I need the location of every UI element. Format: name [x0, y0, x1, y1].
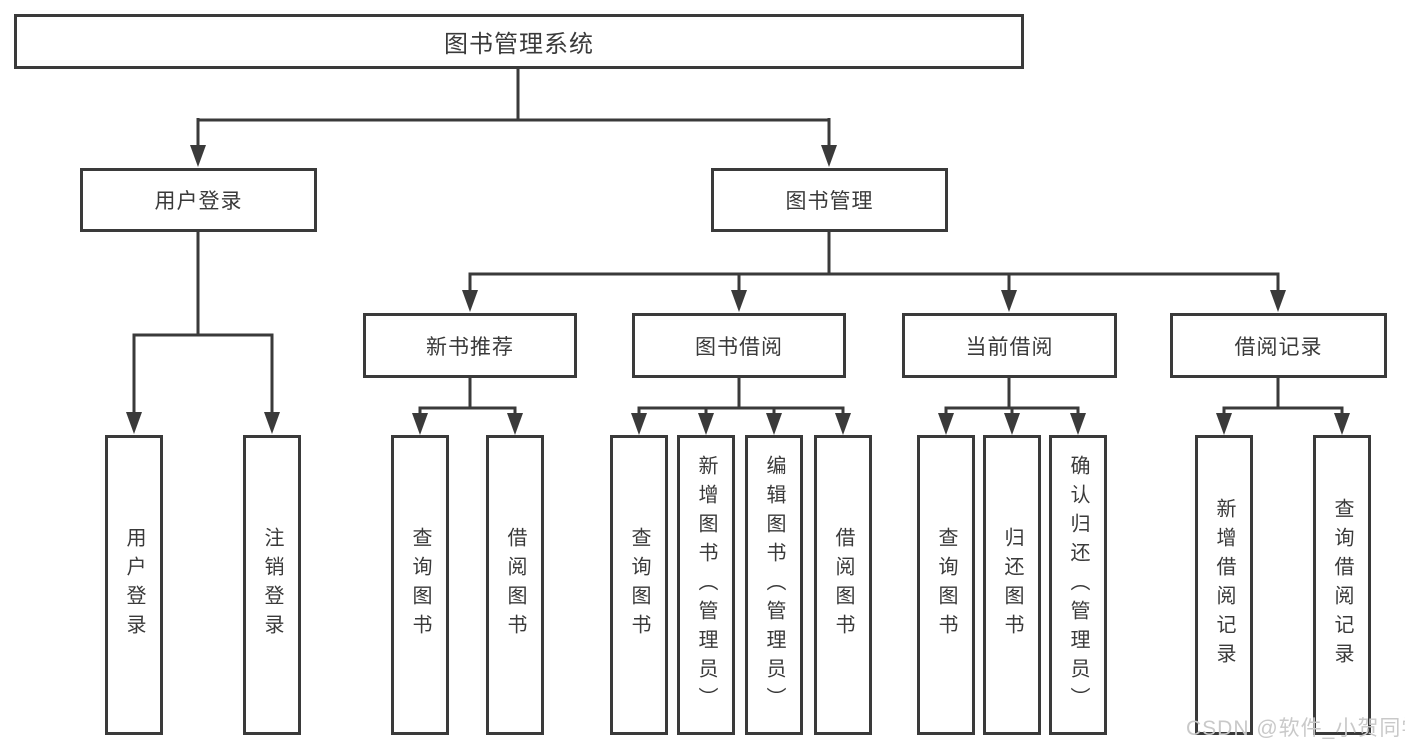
leaf-edit-books-admin: 编辑图书（管理员）	[745, 435, 803, 735]
leaf-search-books-recommend: 查询图书	[391, 435, 449, 735]
node-label: 编辑图书（管理员）	[763, 454, 785, 716]
leaf-user-login: 用户登录	[105, 435, 163, 735]
node-label: 图书管理	[785, 190, 874, 213]
node-label: 借阅记录	[1234, 335, 1323, 359]
node-label: 确认归还（管理员）	[1067, 454, 1089, 716]
node-label: 查询图书	[935, 527, 957, 643]
node-book-management: 图书管理	[711, 168, 948, 232]
node-label: 当前借阅	[965, 335, 1054, 359]
node-borrow-records: 借阅记录	[1170, 313, 1387, 378]
leaf-search-books-current: 查询图书	[917, 435, 975, 735]
node-label: 新增借阅记录	[1213, 498, 1235, 672]
leaf-add-borrow-record: 新增借阅记录	[1195, 435, 1253, 735]
node-label: 注销登录	[261, 527, 283, 643]
csdn-watermark: CSDN @软件_小贺同学	[1186, 717, 1405, 740]
node-label: 新书推荐	[426, 335, 514, 359]
leaf-logout: 注销登录	[243, 435, 301, 735]
node-label: 查询图书	[409, 527, 431, 643]
leaf-search-borrow-record: 查询借阅记录	[1313, 435, 1371, 735]
node-label: 查询借阅记录	[1331, 498, 1353, 672]
leaf-return-books: 归还图书	[983, 435, 1041, 735]
node-label: 查询图书	[628, 527, 650, 643]
arrowheads	[126, 145, 1350, 435]
node-label: 借阅图书	[832, 527, 854, 643]
leaf-borrow-books: 借阅图书	[814, 435, 872, 735]
node-label: 归还图书	[1001, 527, 1023, 643]
node-book-borrow: 图书借阅	[632, 313, 846, 378]
leaf-add-books-admin: 新增图书（管理员）	[677, 435, 735, 735]
node-label: 图书管理系统	[444, 31, 594, 58]
node-user-login: 用户登录	[80, 168, 317, 232]
node-new-book-recommend: 新书推荐	[363, 313, 577, 378]
node-label: 图书借阅	[695, 335, 783, 359]
leaf-confirm-return-admin: 确认归还（管理员）	[1049, 435, 1107, 735]
node-label: 新增图书（管理员）	[695, 454, 717, 716]
leaf-borrow-books-recommend: 借阅图书	[486, 435, 544, 735]
node-label: 借阅图书	[504, 527, 526, 643]
node-library-system: 图书管理系统	[14, 14, 1024, 69]
node-label: 用户登录	[154, 190, 243, 213]
node-current-borrow: 当前借阅	[902, 313, 1117, 378]
leaf-search-books-borrow: 查询图书	[610, 435, 668, 735]
node-label: 用户登录	[123, 527, 145, 643]
